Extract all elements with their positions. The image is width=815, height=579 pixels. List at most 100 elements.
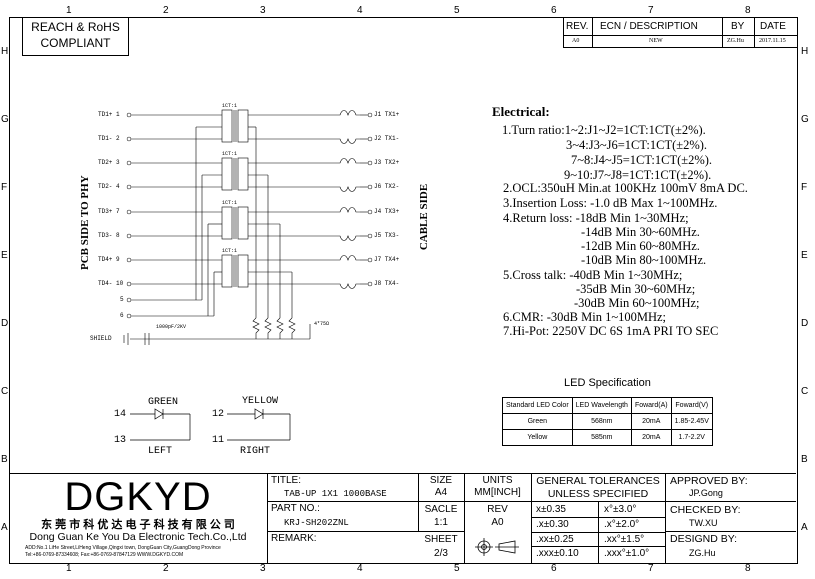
pin-label: J6 TX2- — [374, 183, 400, 190]
row-letter: C — [801, 386, 809, 397]
sheet-label: SHEET — [424, 534, 458, 545]
pin-label: J7 TX4+ — [374, 256, 400, 263]
size-label: SIZE — [429, 475, 453, 486]
led-header: LED Wavelength — [571, 397, 632, 414]
spec-line: 2.OCL:350uH Min.at 100KHz 100mV 8mA DC. — [503, 181, 748, 195]
title-value: TAB-UP 1X1 1000BASE — [284, 489, 387, 499]
yellow-pin-b: 11 — [212, 435, 225, 446]
spec-line: -35dB Min 30~60MHz; — [576, 282, 696, 296]
spec-line: -12dB Min 60~80MHz. — [581, 239, 700, 253]
rev-header-desc: ECN / DESCRIPTION — [600, 21, 698, 32]
sheet-value: 2/3 — [434, 548, 448, 559]
company-logo: DGKYD — [64, 475, 212, 519]
led-cell: 1.85-2.45V — [670, 413, 713, 430]
company-name-cn: 东 莞 市 科 优 达 电 子 科 技 有 限 公 司 — [41, 519, 235, 531]
tolerance-linear: .xx±0.25 — [536, 534, 574, 545]
row-letter: C — [1, 386, 9, 397]
spec-line: 5.Cross talk: -40dB Min 1~30MHz; — [503, 268, 683, 282]
ratio-label: 1CT:1 — [222, 151, 238, 157]
spec-line: 7~8:J4~J5=1CT:1CT(±2%). — [571, 153, 713, 167]
led-cell: 585nm — [571, 429, 632, 446]
col-number: 8 — [745, 563, 751, 574]
col-number: 5 — [454, 563, 460, 574]
spec-line: 3~4:J3~J6=1CT:1CT(±2%). — [566, 138, 708, 152]
led-cell: 20mA — [630, 429, 672, 446]
row-letter: F — [801, 182, 808, 193]
tolerance-angular: .xxx°±1.0° — [604, 548, 650, 559]
tolerance-angular: x°±3.0° — [604, 504, 637, 515]
row-letter: H — [801, 46, 809, 57]
company-address: ADD:No.1 LiHe Street,LiHeng Village,Qing… — [25, 545, 221, 551]
units-value: MM[INCH] — [474, 487, 521, 498]
col-number: 8 — [745, 5, 751, 16]
pin-label: 5 — [120, 296, 124, 303]
compliance-line2: COMPLIANT — [40, 36, 111, 50]
tolerance-title-2: UNLESS SPECIFIED — [547, 488, 649, 500]
electrical-title: Electrical: — [492, 104, 550, 119]
shield-label: SHIELD — [90, 335, 112, 342]
spec-line: 3.Insertion Loss: -1.0 dB Max 1~100MHz. — [503, 196, 718, 210]
title-label: TITLE: — [271, 475, 302, 486]
row-letter: A — [1, 522, 8, 533]
compliance-box: REACH & RoHS COMPLIANT — [22, 17, 129, 56]
yellow-led-side: RIGHT — [240, 446, 271, 457]
rev-by: ZG.Hu — [727, 38, 744, 44]
tolerance-title-1: GENERAL TOLERANCES — [536, 475, 660, 487]
pin-label: J1 TX1+ — [374, 111, 400, 118]
row-letter: D — [801, 318, 809, 329]
col-number: 6 — [551, 5, 557, 16]
rev-value: A0 — [572, 38, 580, 44]
row-letter: E — [801, 250, 808, 261]
yellow-led-label: YELLOW — [242, 396, 279, 407]
rev-date: 2017.11.15 — [759, 38, 786, 44]
remark-label: REMARK: — [271, 533, 317, 544]
spec-line: -14dB Min 30~60MHz. — [581, 225, 700, 239]
pin-label: J3 TX2+ — [374, 159, 400, 166]
row-letter: A — [801, 522, 808, 533]
green-pin-a: 14 — [114, 409, 127, 420]
approved-label: APPROVED BY: — [670, 475, 748, 487]
checked-value: TW.XU — [689, 518, 718, 528]
cable-side-label: CABLE SIDE — [418, 183, 430, 251]
col-number: 6 — [551, 563, 557, 574]
company-name-en: Dong Guan Ke You Da Electronic Tech.Co.,… — [29, 531, 247, 543]
design-label: DESIGND BY: — [670, 533, 738, 545]
led-header: Standard LED Color — [502, 397, 573, 414]
led-cell: 1.7-2.2V — [670, 429, 713, 446]
row-letter: E — [1, 250, 8, 261]
pin-label: 6 — [120, 312, 124, 319]
title-block: DGKYD 东 莞 市 科 优 达 电 子 科 技 有 限 公 司 Dong G… — [9, 473, 796, 563]
row-letter: G — [1, 114, 9, 125]
col-number: 5 — [454, 5, 460, 16]
col-number: 4 — [357, 5, 363, 16]
ratio-label: 1CT:1 — [222, 248, 238, 254]
pin-label: J5 TX3- — [374, 232, 400, 239]
size-value: A4 — [434, 487, 448, 498]
scale-value: 1:1 — [434, 517, 448, 528]
tolerance-linear: .x±0.30 — [536, 519, 569, 530]
rev-header-by: BY — [731, 21, 745, 32]
pin-label: TD1+ 1 — [98, 111, 120, 118]
approved-value: JP.Gong — [689, 488, 723, 498]
spec-line: -10dB Min 80~100MHz. — [581, 253, 707, 267]
spec-line: 1.Turn ratio:1~2:J1~J2=1CT:1CT(±2%). — [502, 123, 706, 137]
partno-label: PART NO.: — [271, 503, 320, 514]
ratio-label: 1CT:1 — [222, 103, 238, 109]
pin-label: TD4+ 9 — [98, 256, 120, 263]
tolerance-angular: .x°±2.0° — [604, 519, 640, 530]
compliance-line1: REACH & RoHS — [31, 20, 120, 34]
company-contact: Tel:+86-0769-87334608; Fax:+86-0769-8784… — [25, 552, 184, 558]
pin-label: J4 TX3+ — [374, 208, 400, 215]
yellow-pin-a: 12 — [212, 409, 225, 420]
led-cell: Yellow — [502, 429, 573, 446]
partno-value: KRJ-SH202ZNL — [284, 518, 349, 528]
led-spec-table: Standard LED Color LED Wavelength Foward… — [502, 397, 713, 446]
transformer-schematic — [123, 109, 373, 345]
col-number: 7 — [648, 5, 654, 16]
revision-table: REV. ECN / DESCRIPTION BY DATE A0 NEW ZG… — [563, 17, 797, 48]
led-cell: 568nm — [571, 413, 632, 430]
ratio-label: 1CT:1 — [222, 200, 238, 206]
col-number: 7 — [648, 563, 654, 574]
col-number: 2 — [163, 5, 169, 16]
pin-label: J8 TX4- — [374, 280, 400, 287]
